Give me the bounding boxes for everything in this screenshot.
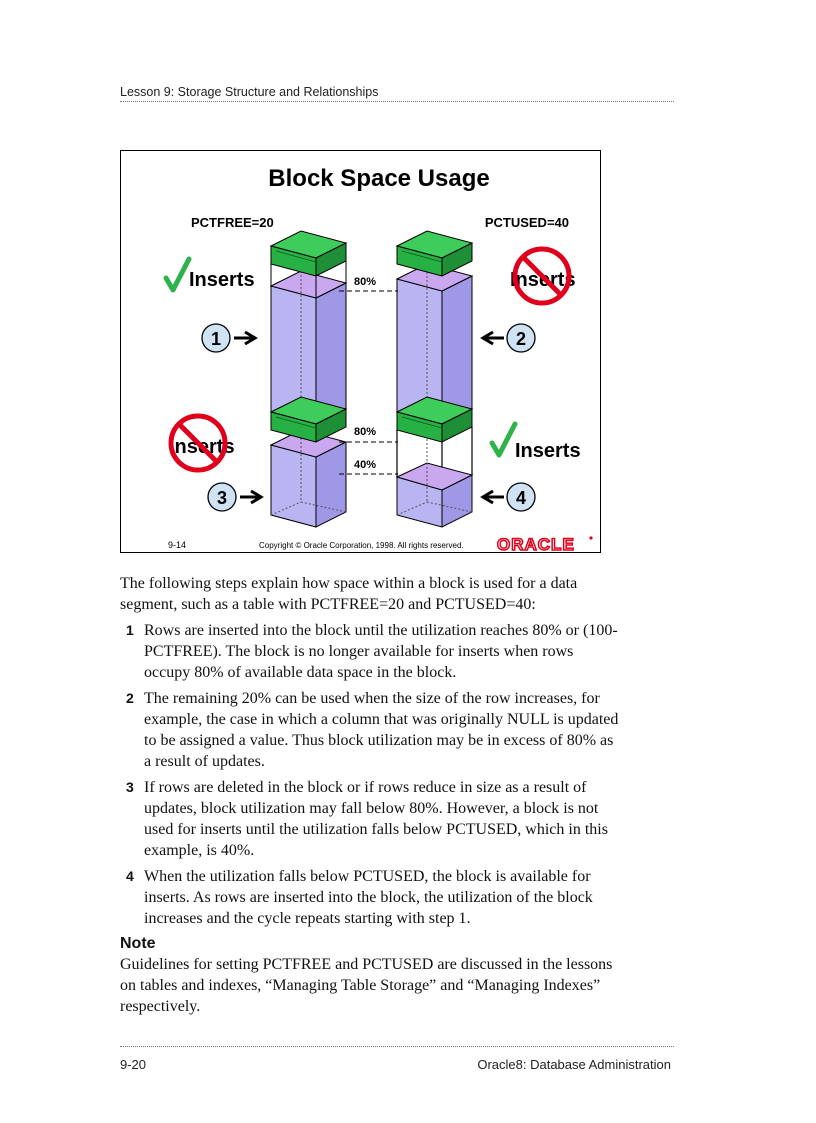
intro-paragraph: The following steps explain how space wi… [120,575,578,613]
step-4-number: 4 [516,488,526,508]
note-heading: Note [120,935,156,952]
step-2-number: 2 [516,329,526,349]
list-item: 1 Rows are inserted into the block until… [120,620,620,683]
pctused-label: PCTUSED=40 [485,215,569,230]
step-4-badge [506,482,536,512]
step-number: 3 [126,779,134,795]
step-2-badge [506,323,536,353]
step-text: When the utilization falls below PCTUSED… [144,868,593,927]
body-text: The following steps explain how space wi… [120,573,620,1017]
book-title: Oracle8: Database Administration [477,1057,671,1072]
list-item: 2 The remaining 20% can be used when the… [120,688,620,772]
pct-80-label-bottom: 80% [354,426,376,438]
footer-rule [120,1046,674,1047]
slide-copyright: Copyright © Oracle Corporation, 1998. Al… [259,541,464,550]
checkmark-icon [489,421,518,458]
step-number: 4 [126,868,134,884]
slide-figure: Block Space Usage PCTFREE=20 PCTUSED=40 … [120,150,601,553]
step-number: 2 [126,690,134,706]
no-entry-icon [512,246,572,306]
arrow-right-icon [234,330,258,346]
svg-text:ORACLE: ORACLE [497,535,575,551]
slide-number: 9-14 [168,540,186,550]
inserts-allowed-label-4: Inserts [515,440,581,462]
running-header: Lesson 9: Storage Structure and Relation… [120,85,379,99]
step-1-number: 1 [211,329,221,349]
arrow-left-icon [480,330,504,346]
inserts-prohibited-3: Inserts [168,413,235,473]
step-number: 1 [126,622,134,638]
checkmark-icon [163,256,192,293]
pct-80-label-top: 80% [354,276,376,288]
list-item: 3 If rows are deleted in the block or if… [120,777,620,861]
block-3-diagram [269,396,348,528]
pctfree-label: PCTFREE=20 [191,215,274,230]
inserts-allowed-label-1: Inserts [189,269,255,291]
block-4-diagram [395,396,474,528]
block-1-diagram [269,230,348,432]
step-3-number: 3 [217,488,227,508]
header-rule [120,101,674,102]
step-1-badge [201,323,231,353]
page-number: 9-20 [120,1057,147,1072]
oracle-logo: ORACLE [496,534,593,551]
list-item: 4 When the utilization falls below PCTUS… [120,866,620,929]
step-3-badge [207,482,237,512]
inserts-prohibited-2: Inserts [510,246,576,306]
arrow-right-icon [240,489,264,505]
arrow-left-icon [480,489,504,505]
step-text: If rows are deleted in the block or if r… [144,779,608,859]
note-paragraph: Guidelines for setting PCTFREE and PCTUS… [120,956,613,1015]
step-text: The remaining 20% can be used when the s… [144,690,619,770]
slide-title: Block Space Usage [268,165,489,192]
no-entry-icon [168,413,228,473]
pct-40-label: 40% [354,459,376,471]
step-text: Rows are inserted into the block until t… [144,622,618,681]
